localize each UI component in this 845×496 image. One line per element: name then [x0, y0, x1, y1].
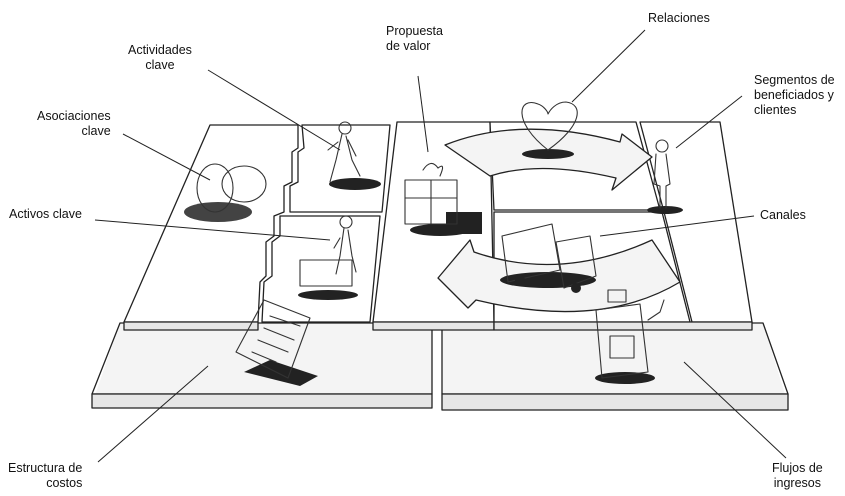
truck-icon [500, 223, 597, 293]
label-key-resources: Activos clave [9, 207, 82, 221]
person-icon [647, 139, 683, 214]
label-customer-relationships: Relaciones [648, 11, 710, 25]
label-value-proposition: Propuesta de valor [386, 24, 443, 53]
label-key-activities: Actividades clave [128, 43, 192, 72]
gift-box-icon [404, 162, 482, 236]
label-customer-segments: Segmentos de beneficiados y clientes [754, 73, 835, 117]
cost-structure-block [91, 322, 433, 409]
relationship-arrow [444, 128, 653, 191]
key-partners-block [123, 124, 299, 331]
leader-lines [94, 29, 787, 463]
document-icon [235, 299, 318, 386]
pallet-icon [298, 215, 358, 300]
label-channels: Canales [760, 208, 806, 222]
key-activities-block [289, 124, 391, 213]
label-cost-structure: Estructura de costos [8, 461, 83, 490]
revenue-streams-block [441, 322, 789, 411]
label-key-partners: Asociaciones clave [37, 109, 111, 138]
worker-icon [327, 121, 381, 190]
label-revenue-streams: Flujos de ingresos [772, 461, 823, 490]
cash-register-icon [595, 289, 665, 384]
rings-icon [184, 163, 267, 222]
heart-icon [521, 101, 578, 159]
